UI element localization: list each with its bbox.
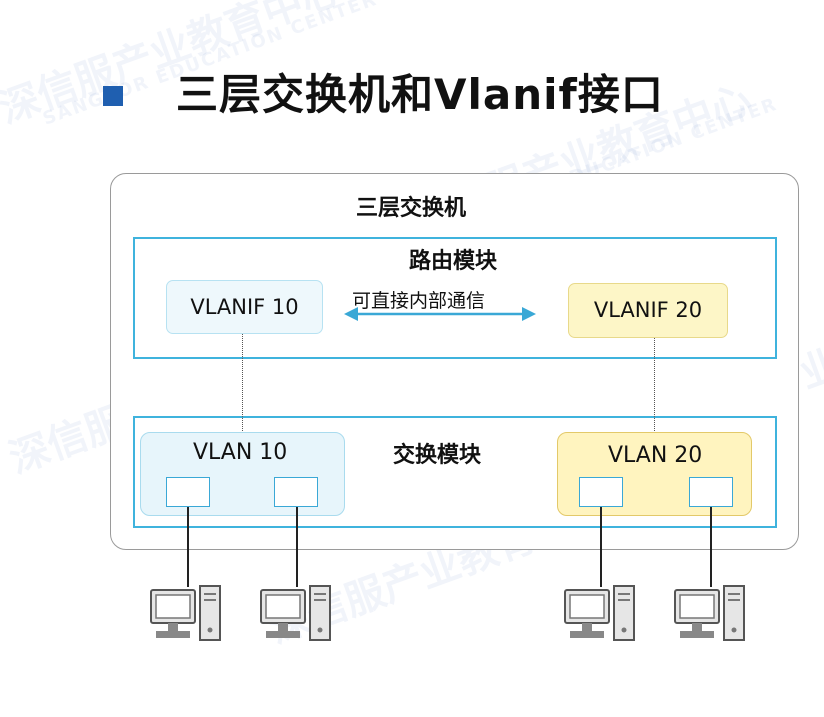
computer-icon bbox=[564, 585, 635, 641]
vlanif-20-box: VLANIF 20 bbox=[568, 283, 728, 338]
cable-line bbox=[600, 507, 602, 587]
cable-line bbox=[296, 507, 298, 587]
computer-icon bbox=[260, 585, 331, 641]
vlanif20-link-line bbox=[654, 337, 655, 433]
switch-port bbox=[166, 477, 210, 507]
cable-line bbox=[710, 507, 712, 587]
communication-label: 可直接内部通信 bbox=[352, 290, 486, 312]
switching-module-label: 交换模块 bbox=[393, 443, 482, 468]
slide-title: 三层交换机和Vlanif接口 bbox=[176, 70, 664, 119]
vlanif-20-label: VLANIF 20 bbox=[593, 298, 703, 323]
title-bullet bbox=[103, 86, 123, 106]
vlan-10-label: VLAN 10 bbox=[193, 440, 288, 465]
switch-port bbox=[579, 477, 623, 507]
computer-icon bbox=[150, 585, 221, 641]
computer-icon bbox=[674, 585, 745, 641]
switch-port bbox=[274, 477, 318, 507]
vlanif10-link-line bbox=[242, 334, 243, 433]
bidirectional-arrow-icon bbox=[344, 307, 536, 321]
switch-label: 三层交换机 bbox=[356, 196, 467, 221]
cable-line bbox=[187, 507, 189, 587]
vlanif-10-box: VLANIF 10 bbox=[166, 280, 323, 334]
switch-port bbox=[689, 477, 733, 507]
vlanif-10-label: VLANIF 10 bbox=[190, 294, 299, 319]
routing-module-label: 路由模块 bbox=[408, 249, 497, 274]
vlan-20-label: VLAN 20 bbox=[608, 443, 703, 468]
